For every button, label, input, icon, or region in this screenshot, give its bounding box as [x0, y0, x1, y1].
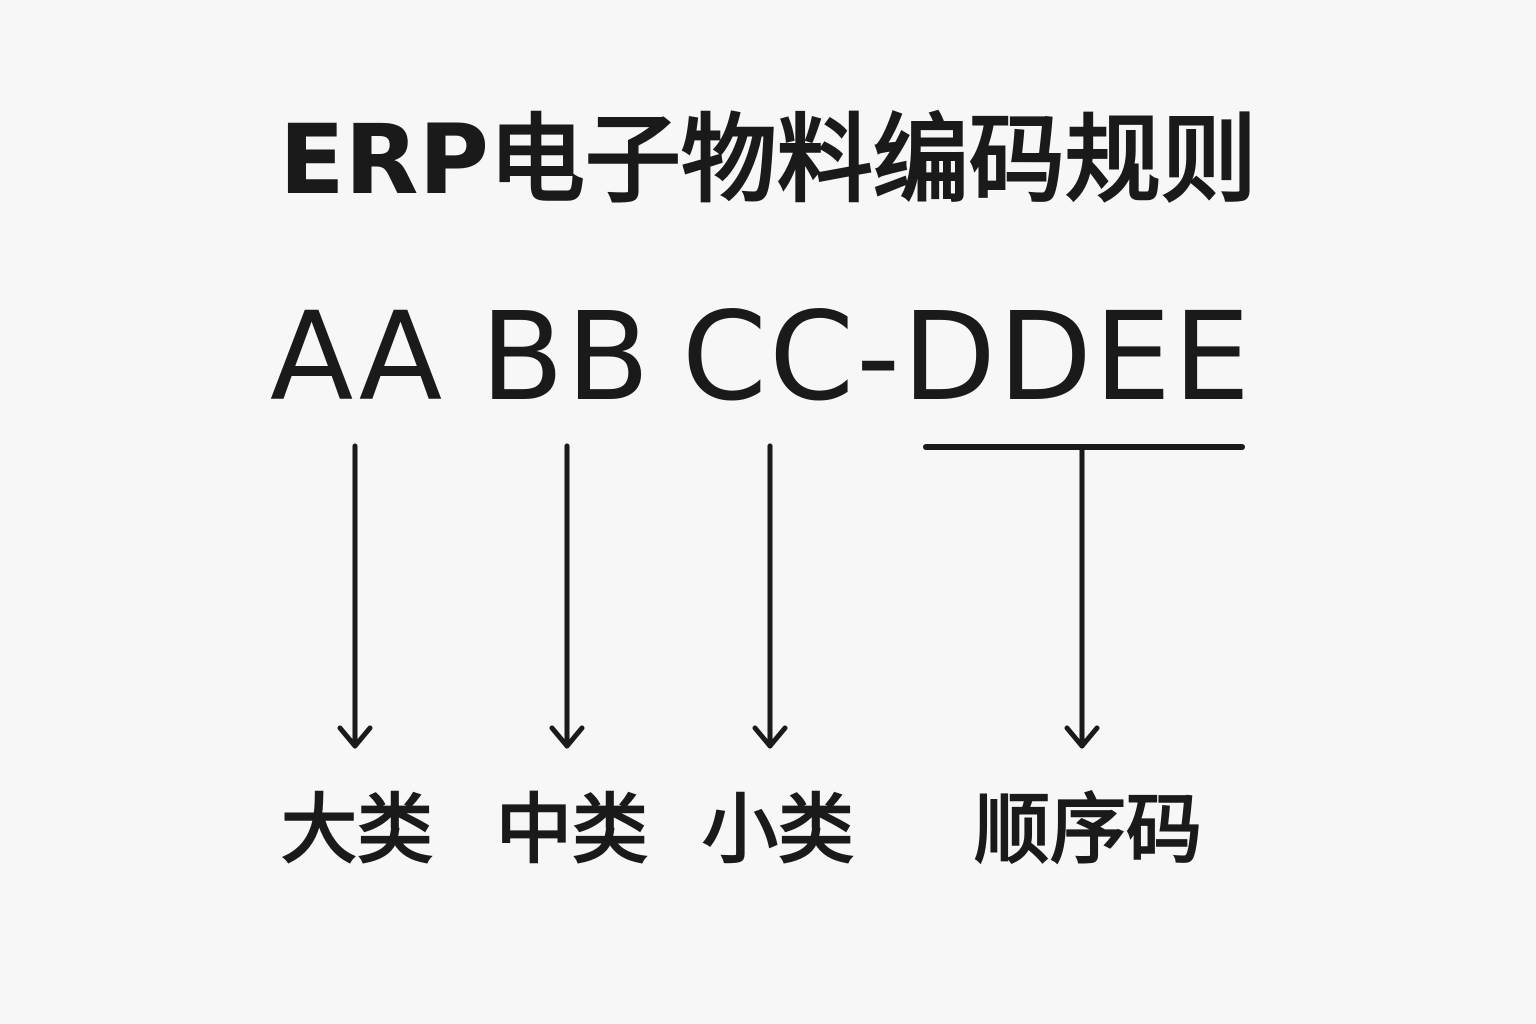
- diagram-title: ERP电子物料编码规则: [279, 104, 1257, 216]
- code-segment-bb: BB: [480, 286, 652, 428]
- arrow-major: [337, 443, 373, 749]
- code-segment-aa: AA: [269, 286, 445, 428]
- arrow-middle: [549, 443, 585, 749]
- label-sequence-code: 顺序码: [974, 785, 1202, 874]
- code-segment-cc-ddee: CC-DDEE: [681, 286, 1253, 428]
- arrow-minor: [752, 443, 788, 749]
- label-major-category: 大类: [281, 785, 433, 874]
- bracket-arrow-sequence: [923, 444, 1245, 749]
- label-minor-category: 小类: [702, 785, 854, 874]
- label-middle-category: 中类: [496, 785, 648, 874]
